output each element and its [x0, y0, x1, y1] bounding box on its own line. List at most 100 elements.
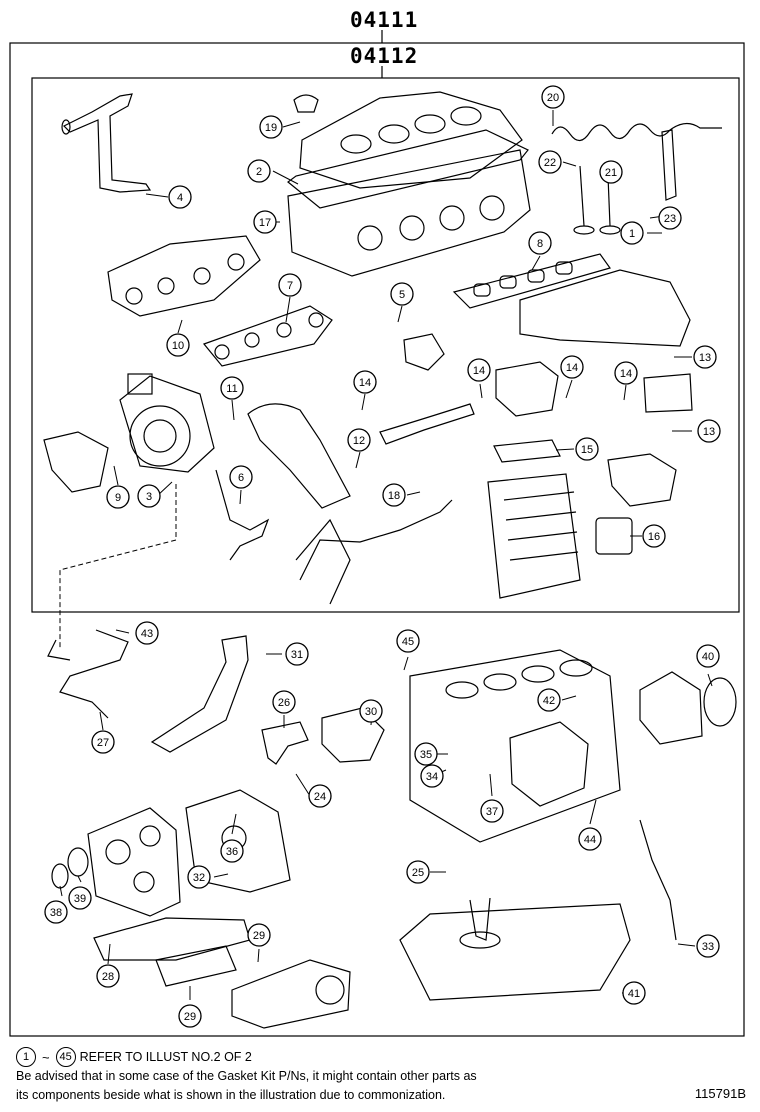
callout-number: 28	[102, 971, 114, 983]
callout-number: 31	[291, 649, 303, 661]
callout-6: 6	[229, 465, 253, 489]
illustration-code: 115791B	[694, 1086, 746, 1101]
callout-20: 20	[541, 85, 565, 109]
egr-pipe-part	[379, 403, 475, 445]
injection-harness-part	[551, 122, 722, 142]
callout-circle	[620, 221, 644, 245]
inner-kit-part-number: 04112	[350, 44, 419, 68]
callout-4: 4	[168, 185, 192, 209]
callout-number: 16	[648, 531, 660, 543]
callout-7: 7	[278, 273, 302, 297]
turbo-oil-pipe-part	[215, 469, 270, 561]
callout-28: 28	[96, 964, 120, 988]
water-inlet-part	[607, 453, 677, 507]
callout-30: 30	[359, 699, 383, 723]
callout-circle	[414, 742, 438, 766]
callout-circle	[166, 333, 190, 357]
callout-circle	[696, 644, 720, 668]
callout-number: 41	[628, 988, 640, 1000]
callout-44: 44	[578, 827, 602, 851]
ref-tilde: ~	[42, 1049, 50, 1065]
oil-cooler-part	[155, 945, 237, 987]
rear-seal-retainer-part	[639, 671, 703, 745]
callout-number: 14	[359, 377, 371, 389]
ref-text: REFER TO ILLUST NO.2 OF 2	[79, 1050, 252, 1064]
callout-circle	[308, 784, 332, 808]
callout-circle	[599, 160, 623, 184]
callout-circle	[359, 699, 383, 723]
callout-number: 21	[605, 167, 617, 179]
callout-circle	[187, 865, 211, 889]
callout-number: 6	[238, 472, 244, 484]
callout-1: 1	[620, 221, 644, 245]
callout-number: 35	[420, 749, 432, 761]
turbo-elbow-part	[43, 431, 109, 493]
valve-part	[573, 165, 621, 235]
callout-circle	[247, 159, 271, 183]
callout-number: 24	[314, 791, 326, 803]
callout-number: 13	[703, 426, 715, 438]
callout-43: 43	[135, 621, 159, 645]
supply-pump-part	[509, 721, 589, 807]
callout-circle	[578, 827, 602, 851]
callout-29: 29	[178, 1004, 202, 1028]
callout-number: 34	[426, 771, 438, 783]
oil-pump-seal-part	[67, 847, 89, 877]
callout-number: 8	[537, 238, 543, 250]
callout-circle	[272, 690, 296, 714]
callout-38: 38	[44, 900, 68, 924]
callout-31: 31	[285, 642, 309, 666]
callout-number: 37	[486, 806, 498, 818]
inner-kit-frame	[31, 77, 740, 613]
callout-39: 39	[68, 886, 92, 910]
thermostat-housing-part	[403, 333, 445, 371]
callout-circle	[353, 370, 377, 394]
callout-23: 23	[658, 206, 682, 230]
callout-17: 17	[253, 210, 277, 234]
egr-cooler-part	[487, 473, 581, 599]
callout-26: 26	[272, 690, 296, 714]
callout-number: 4	[177, 192, 183, 204]
callout-number: 15	[581, 444, 593, 456]
callout-circle	[347, 428, 371, 452]
callout-circle	[106, 485, 130, 509]
callout-circle	[622, 981, 646, 1005]
callout-number: 30	[365, 706, 377, 718]
callout-number: 44	[584, 834, 596, 846]
cylinder-block-part	[409, 649, 621, 843]
callout-number: 43	[141, 628, 153, 640]
callout-number: 25	[412, 867, 424, 879]
callout-21: 21	[599, 160, 623, 184]
timing-gasket-part	[261, 721, 309, 765]
cylinder-head-cover-part	[293, 91, 523, 189]
dipstick-guide-part	[61, 93, 152, 193]
callout-number: 29	[184, 1011, 196, 1023]
callout-circle	[541, 85, 565, 109]
callout-number: 29	[253, 930, 265, 942]
oil-pan-part	[399, 897, 631, 1001]
callout-circle	[614, 361, 638, 385]
callout-circle	[382, 483, 406, 507]
callout-number: 9	[115, 492, 121, 504]
callout-circle	[285, 642, 309, 666]
egr-cooler-gasket-part	[493, 439, 561, 463]
callout-16: 16	[642, 524, 666, 548]
callout-circle	[68, 886, 92, 910]
rear-oil-seal-part	[703, 677, 737, 727]
callout-22: 22	[538, 150, 562, 174]
callout-number: 20	[547, 92, 559, 104]
callout-35: 35	[414, 742, 438, 766]
outer-kit-part-number: 04111	[350, 8, 419, 32]
callout-number: 39	[74, 893, 86, 905]
callout-29: 29	[247, 923, 271, 947]
callout-number: 5	[399, 289, 405, 301]
callout-number: 2	[256, 166, 262, 178]
callout-27: 27	[91, 730, 115, 754]
callout-15: 15	[575, 437, 599, 461]
reference-note: 1 ~ 45 REFER TO ILLUST NO.2 OF 2	[16, 1047, 252, 1067]
callout-circle	[253, 210, 277, 234]
callout-circle	[642, 524, 666, 548]
callout-circle	[467, 358, 491, 382]
